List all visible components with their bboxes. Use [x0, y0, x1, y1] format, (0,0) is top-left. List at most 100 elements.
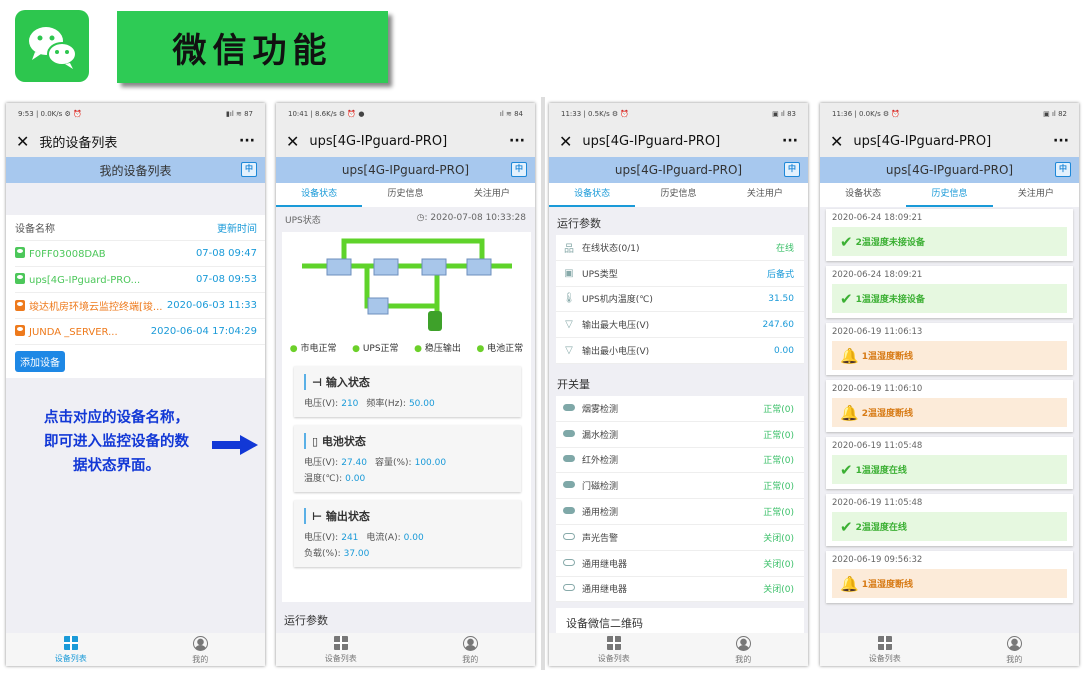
history-time: 2020-06-19 11:06:10: [832, 384, 923, 394]
device-row[interactable]: 竣达机房环境云监控终端[竣... 2020-06-03 11:33: [15, 293, 265, 319]
close-icon[interactable]: ✕: [286, 131, 300, 151]
nav-label: 设备列表: [54, 654, 87, 663]
tab-history[interactable]: 历史信息: [660, 189, 697, 199]
language-icon[interactable]: 中: [784, 162, 800, 177]
language-icon[interactable]: 中: [511, 162, 527, 177]
page-header: 我的设备列表中: [6, 157, 265, 183]
param-label: UPS机内温度(℃): [582, 295, 653, 306]
status-dot-icon: ●: [476, 344, 488, 354]
annotation-line: 点击对应的设备名称，: [44, 410, 189, 426]
nav-device-list[interactable]: 设备列表: [276, 633, 406, 666]
nav-mine[interactable]: 我的: [950, 633, 1080, 666]
tab-followers[interactable]: 关注用户: [746, 189, 783, 199]
tab-followers[interactable]: 关注用户: [1017, 189, 1054, 199]
card-title: 电池状态: [321, 435, 366, 448]
param-row: ▽输出最大电压(V)247.60: [556, 312, 804, 339]
network-icon: 品: [564, 243, 574, 255]
nav-device-list[interactable]: 设备列表: [820, 633, 950, 666]
legend-item: ● 电池正常: [476, 341, 523, 354]
toggle-off-icon: [563, 584, 575, 592]
param-label: 在线状态(0/1): [582, 243, 640, 254]
window-title: 我的设备列表: [39, 135, 118, 151]
history-text: 2温湿度在线: [855, 523, 907, 533]
legend-item: ● 稳压输出: [414, 341, 461, 354]
check-circle-icon: ✔: [840, 517, 853, 536]
card-title: 输出状态: [325, 510, 370, 523]
device-name[interactable]: F0FF03008DAB: [15, 247, 106, 260]
device-name-text: F0FF03008DAB: [29, 249, 106, 260]
add-device-button[interactable]: 添加设备: [15, 351, 65, 372]
tab-device-status[interactable]: 设备状态: [276, 183, 363, 207]
device-name-text: ups[4G-IPguard-PRO...: [29, 275, 141, 286]
nav-mine[interactable]: 我的: [406, 633, 536, 666]
device-name[interactable]: JUNDA _SERVER...: [15, 325, 118, 338]
switch-label: 通用继电器: [582, 585, 628, 596]
history-card: 2020-06-24 18:09:21✔2温湿度未接设备: [826, 209, 1073, 261]
bell-icon: 🔔: [840, 574, 859, 593]
switch-value: 正常(0): [763, 482, 794, 493]
ups-status-card: ● 市电正常● UPS正常● 稳压输出● 电池正常 ⊣ 输入状态电压(V):21…: [282, 232, 531, 602]
page-header: ups[4G-IPguard-PRO]中: [276, 157, 535, 183]
device-time: 2020-06-03 11:33: [166, 300, 257, 311]
nav-device-list[interactable]: 设备列表: [6, 633, 136, 666]
thermometer-icon: 🌡: [562, 293, 576, 305]
history-message: ✔1温湿度在线: [832, 455, 1067, 484]
toggle-icon: [556, 429, 582, 440]
more-icon[interactable]: ···: [239, 133, 255, 149]
input-icon: ⊣: [312, 376, 326, 389]
device-time: 2020-06-04 17:04:29: [150, 326, 257, 337]
history-time: 2020-06-19 11:05:48: [832, 441, 923, 451]
legend-label: UPS正常: [362, 344, 399, 354]
nav-label: 设备列表: [868, 654, 901, 663]
nav-device-list[interactable]: 设备列表: [549, 633, 679, 666]
wechat-logo: [15, 10, 89, 82]
device-icon: [15, 273, 25, 284]
tab-followers[interactable]: 关注用户: [473, 189, 510, 199]
switch-row: 通用检测正常(0): [556, 499, 804, 525]
param-label: 输出最大电压(V): [582, 321, 650, 332]
close-icon[interactable]: ✕: [559, 131, 573, 151]
nav-mine[interactable]: 我的: [136, 633, 266, 666]
device-row[interactable]: ups[4G-IPguard-PRO...07-08 09:53: [15, 267, 265, 293]
ups-status-label: UPS状态: [285, 216, 321, 226]
history-text: 1温湿度未接设备: [855, 295, 925, 305]
language-icon[interactable]: 中: [1055, 162, 1071, 177]
legend-item: ● UPS正常: [352, 341, 398, 354]
field-label: 频率(Hz):: [366, 399, 406, 409]
tab-device-status[interactable]: 设备状态: [845, 189, 882, 199]
history-card: 2020-06-19 11:06:10🔔2温湿度断线: [826, 380, 1073, 432]
field-label: 负载(%):: [304, 549, 341, 559]
annotation: 点击对应的设备名称，即可进入监控设备的数据状态界面。: [24, 406, 209, 478]
tab-history[interactable]: 历史信息: [906, 183, 993, 207]
history-text: 2温湿度未接设备: [855, 238, 925, 248]
voltage-icon: ▽: [565, 319, 573, 331]
language-icon[interactable]: 中: [241, 162, 257, 177]
history-message: 🔔1温湿度断线: [832, 341, 1067, 370]
more-icon[interactable]: ···: [1053, 133, 1069, 149]
bell-icon: 🔔: [840, 346, 859, 365]
device-name[interactable]: ups[4G-IPguard-PRO...: [15, 273, 140, 286]
more-icon[interactable]: ···: [782, 133, 798, 149]
switch-label: 通用继电器: [582, 559, 628, 570]
close-icon[interactable]: ✕: [16, 131, 30, 151]
device-name[interactable]: 竣达机房环境云监控终端[竣...: [15, 298, 162, 313]
divider: [541, 97, 545, 670]
device-row[interactable]: JUNDA _SERVER... 2020-06-04 17:04:29: [15, 319, 265, 345]
nav-label: 设备列表: [324, 654, 357, 663]
arrow-right-icon: [212, 435, 258, 455]
close-icon[interactable]: ✕: [830, 131, 844, 151]
field-label: 容量(%):: [374, 458, 412, 468]
switch-label: 烟雾检测: [582, 404, 619, 415]
toggle-icon: [556, 403, 582, 414]
device-name-text: JUNDA _SERVER...: [29, 327, 118, 338]
nav-mine[interactable]: 我的: [679, 633, 809, 666]
tab-history[interactable]: 历史信息: [387, 189, 424, 199]
output-voltage: 241: [341, 533, 359, 543]
field-label: 电压(V):: [304, 399, 339, 409]
more-icon[interactable]: ···: [509, 133, 525, 149]
status-icons: ▣ ıl 83: [772, 110, 796, 118]
tab-device-status[interactable]: 设备状态: [549, 183, 636, 207]
bell-icon: 🔔: [840, 403, 859, 422]
switch-label: 门磁检测: [582, 482, 619, 493]
